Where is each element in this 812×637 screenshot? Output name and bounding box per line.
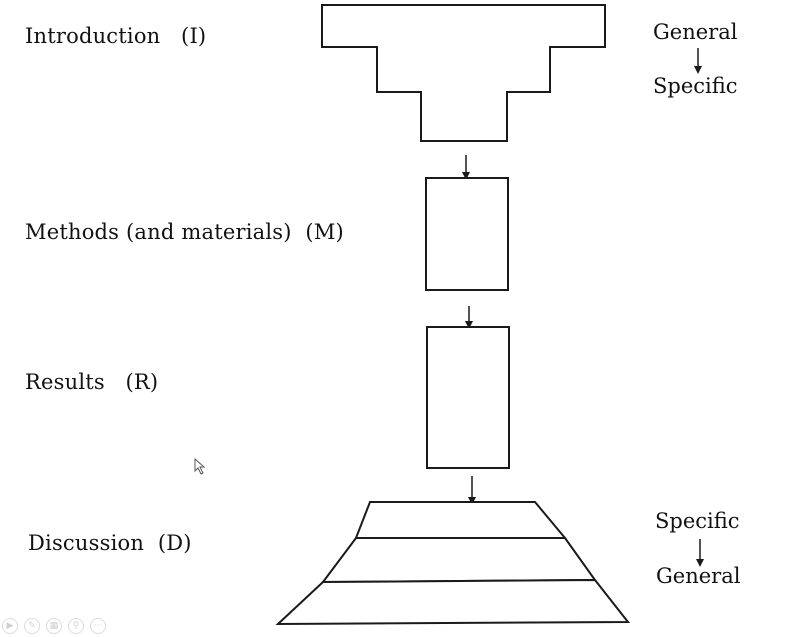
presentation-toolbar: ▶ ✎ ▦ ⚲ ⋯	[2, 618, 106, 634]
discussion-tier-3	[275, 578, 631, 626]
intro-funnel-shape	[321, 4, 606, 142]
intro-scope-from: General	[653, 20, 738, 44]
methods-box	[425, 177, 509, 291]
intro-scope-to: Specific	[653, 74, 738, 98]
discussion-label-text: Discussion	[28, 531, 145, 555]
intro-label-text: Introduction	[25, 24, 161, 48]
discussion-tier-2	[320, 537, 597, 584]
results-label-text: Results	[25, 370, 105, 394]
discussion-label: Discussion (D)	[28, 531, 192, 555]
zoom-icon[interactable]: ⚲	[68, 618, 84, 634]
play-icon[interactable]: ▶	[2, 618, 18, 634]
results-abbr: (R)	[125, 370, 159, 394]
discussion-tier-1	[354, 501, 568, 539]
intro-abbr: (I)	[181, 24, 207, 48]
slides-icon[interactable]: ▦	[46, 618, 62, 634]
mouse-cursor-icon	[194, 457, 206, 475]
discussion-scope-from: Specific	[655, 509, 740, 533]
pen-icon[interactable]: ✎	[24, 618, 40, 634]
intro-label: Introduction (I)	[25, 24, 206, 48]
more-icon[interactable]: ⋯	[90, 618, 106, 634]
methods-label: Methods (and materials) (M)	[25, 220, 344, 244]
results-label: Results (R)	[25, 370, 158, 394]
methods-abbr: (M)	[305, 220, 344, 244]
discussion-scope-to: General	[656, 564, 741, 588]
discussion-abbr: (D)	[157, 531, 192, 555]
results-box	[426, 326, 510, 469]
methods-label-text: Methods (and materials)	[25, 220, 292, 244]
